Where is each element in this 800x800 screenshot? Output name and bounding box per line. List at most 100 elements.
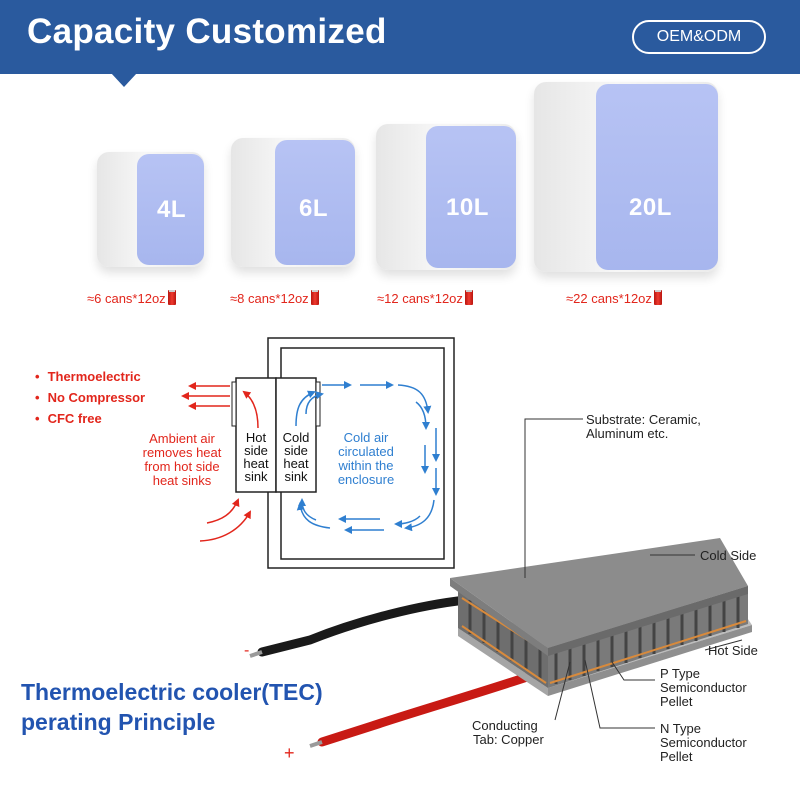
black-wire-tip (249, 650, 263, 658)
negative-terminal-label: - (244, 642, 250, 659)
arrow-rise (242, 390, 259, 429)
n-type-label: N Type Semiconductor Pellet (660, 722, 747, 764)
tec-module (249, 538, 752, 748)
bullet: • (35, 411, 40, 426)
top-plate (450, 538, 748, 648)
ambient-air-label: Ambient air removes heat from hot side h… (126, 432, 238, 488)
ambient-line: from hot side (144, 459, 220, 474)
capacity-label: 6L (299, 195, 329, 222)
hot-air-arrows (181, 382, 259, 542)
soda-can-icon (464, 290, 473, 305)
bottom-plate-side (458, 628, 548, 696)
cans-text: ≈22 cans*12oz (566, 291, 652, 306)
feature-thermoelectric: •Thermoelectric (35, 369, 141, 384)
top-plate-side (450, 578, 548, 656)
cold-sink-line: heat (283, 456, 309, 471)
feature-label: CFC free (47, 411, 102, 426)
soda-can-icon (310, 290, 319, 305)
arrow-b10 (404, 499, 435, 532)
black-wire (257, 595, 471, 657)
hot-sink-line: Hot (245, 430, 267, 445)
cold-air-line: enclosure (337, 472, 395, 487)
conducting-line: Conducting (472, 718, 538, 733)
fridge-door (596, 84, 718, 270)
soda-can-icon (653, 290, 662, 305)
leader-lines (524, 418, 743, 729)
hot-sink-line: sink (244, 469, 268, 484)
conducting-line: Tab: Copper (473, 732, 544, 747)
capacity-label: 20L (629, 194, 672, 221)
fridge-door (275, 140, 355, 265)
pellet-columns (468, 595, 740, 684)
cold-sink-line: sink (284, 469, 308, 484)
cans-text: ≈6 cans*12oz (87, 291, 166, 306)
fridge-6l: 6L (231, 138, 355, 267)
hot-sink-line: side (244, 443, 268, 458)
substrate-line: Substrate: Ceramic, (586, 412, 701, 427)
arrow-b15 (298, 498, 317, 521)
oem-odm-badge[interactable]: OEM&ODM (632, 20, 766, 54)
p-type-label: P Type Semiconductor Pellet (660, 667, 747, 709)
n-type-line: N Type (660, 721, 701, 736)
feature-label: Thermoelectric (47, 369, 141, 384)
p-type-line: Semiconductor (660, 680, 747, 695)
substrate-label: Substrate: Ceramic, Aluminum etc. (586, 413, 701, 441)
arrow-b14 (296, 502, 331, 529)
leader-hot-side (704, 639, 743, 651)
fridge-door (426, 126, 516, 268)
arrow-b1 (295, 390, 316, 427)
cold-fin (315, 381, 321, 427)
hot-side-label: Hot Side (708, 643, 758, 658)
arrow-b6 (415, 401, 430, 430)
capacity-label: 4L (157, 196, 187, 223)
leader-conducting (554, 661, 571, 721)
feature-label: No Compressor (47, 390, 146, 405)
soda-can-icon (167, 290, 176, 305)
page-title: Capacity Customized (27, 12, 387, 51)
header-notch (111, 73, 137, 87)
fridge-4l: 4L (97, 152, 204, 267)
p-type-line: P Type (660, 666, 700, 681)
hot-fin (231, 381, 237, 427)
substrate-line: Aluminum etc. (586, 426, 669, 441)
hot-side-heat-sink-label: Hot side heat sink (236, 431, 276, 483)
bullet: • (35, 390, 40, 405)
feature-no-compressor: • No Compressor (35, 390, 145, 405)
p-type-line: Pellet (660, 694, 693, 709)
cold-air-line: Cold air (343, 430, 389, 445)
positive-terminal-label: + (284, 743, 295, 763)
cans-text: ≈12 cans*12oz (377, 291, 463, 306)
cold-air-label: Cold air circulated within the enclosure (318, 431, 414, 487)
cans-6l: ≈8 cans*12oz (230, 290, 319, 306)
cans-4l: ≈6 cans*12oz (87, 290, 176, 306)
n-type-line: Semiconductor (660, 735, 747, 750)
ambient-line: heat sinks (152, 473, 212, 488)
cans-20l: ≈22 cans*12oz (566, 290, 662, 306)
cold-side-heat-sink-label: Cold side heat sink (276, 431, 316, 483)
tec-title-line-2: perating Principle (21, 709, 216, 735)
arrow-b11 (394, 515, 421, 528)
cold-side-label: Cold Side (700, 548, 757, 563)
fridge-20l: 20L (534, 82, 718, 272)
bottom-plate-edge (548, 625, 752, 696)
leader-substrate (524, 418, 583, 578)
fridge-door (137, 154, 204, 265)
arrow-in-1 (206, 498, 240, 524)
arrow-b2 (305, 391, 324, 415)
red-wire-tip (309, 740, 323, 748)
fridge-10l: 10L (376, 124, 516, 270)
leader-n-type (584, 659, 655, 729)
cans-text: ≈8 cans*12oz (230, 291, 309, 306)
cold-sink-line: Cold (282, 430, 310, 445)
cans-10l: ≈12 cans*12oz (377, 290, 473, 306)
conducting-tab-label: Conducting Tab: Copper (472, 719, 544, 747)
header-bar (0, 0, 800, 74)
capacity-label: 10L (446, 194, 489, 221)
hot-sink-line: heat (243, 456, 269, 471)
arrow-b5 (397, 384, 432, 414)
feature-cfc-free: • CFC free (35, 411, 102, 426)
top-plate-edge (548, 586, 748, 656)
tec-title-line-1: Thermoelectric cooler(TEC) (21, 679, 323, 705)
arrow-in-2 (199, 510, 251, 542)
